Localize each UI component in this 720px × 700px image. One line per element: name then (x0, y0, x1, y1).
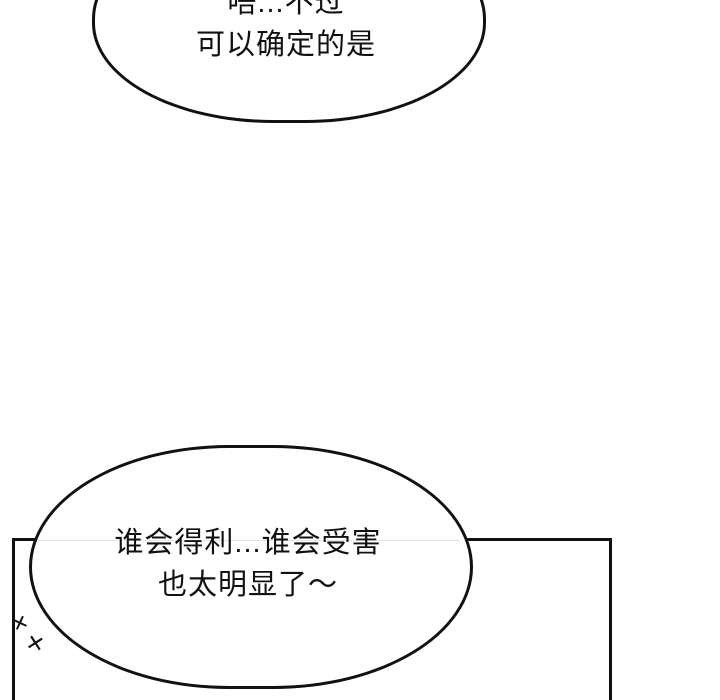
speech-line: 可以确定的是 (195, 29, 376, 61)
speech-bubble-bottom (29, 445, 473, 689)
speech-text-bottom: 谁会得利...谁会受害 也太明显了～ (29, 522, 467, 606)
panel-line-ghost (36, 540, 460, 541)
speech-line: 谁会得利...谁会受害 (114, 527, 382, 559)
speech-text-top: 唔...不过 可以确定的是 (92, 0, 480, 66)
speech-line: 唔...不过 (227, 0, 345, 19)
speech-line: 也太明显了～ (157, 569, 338, 601)
